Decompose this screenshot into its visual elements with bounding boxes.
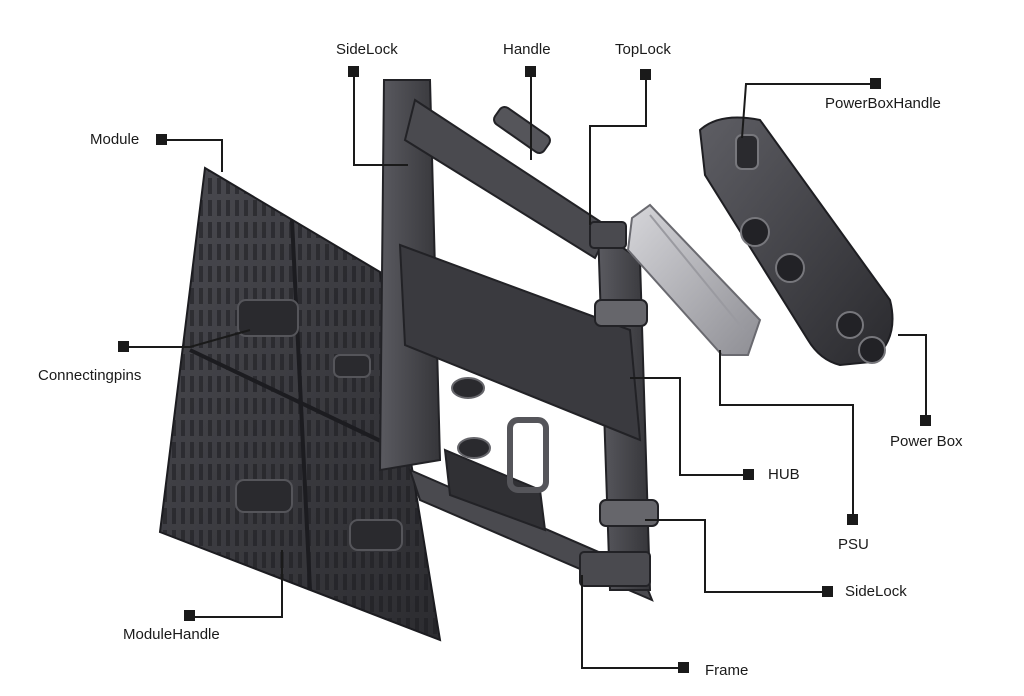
top-lock-shape xyxy=(589,221,627,249)
module-label: Module xyxy=(90,131,140,148)
top-lock-marker xyxy=(640,69,651,80)
connecting-pins-marker xyxy=(118,341,129,352)
side-lock-top-label: SideLock xyxy=(336,41,398,58)
leader-lines xyxy=(124,73,927,669)
power-box-handle-marker xyxy=(870,78,881,89)
module-handle-shape xyxy=(237,299,299,337)
frame-structure xyxy=(378,79,659,602)
module-handle-label: ModuleHandle xyxy=(123,626,220,643)
top-lock-label: TopLock xyxy=(615,41,671,58)
module-panel xyxy=(158,166,442,642)
frame-label: Frame xyxy=(705,662,749,679)
side-lock-bottom-label: SideLock xyxy=(845,583,907,600)
side-lock-top-marker xyxy=(348,66,359,77)
hub-plate xyxy=(398,243,642,442)
handle-label: Handle xyxy=(503,41,551,58)
handle-marker xyxy=(525,66,536,77)
power-box-label: Power Box xyxy=(890,433,963,450)
psu-label: PSU xyxy=(838,536,869,553)
connecting-pins-label: Connectingpins xyxy=(38,367,142,384)
psu-marker xyxy=(847,514,858,525)
power-box-marker xyxy=(920,415,931,426)
module-handle-marker xyxy=(184,610,195,621)
power-box-handle-label: PowerBoxHandle xyxy=(825,95,941,112)
module-marker xyxy=(156,134,167,145)
hub-marker xyxy=(743,469,754,480)
side-lock-shape xyxy=(594,299,648,327)
side-lock-bottom-marker xyxy=(822,586,833,597)
psu-unit xyxy=(626,203,762,356)
hub-label: HUB xyxy=(768,466,800,483)
frame-handle-shape xyxy=(493,105,551,155)
power-box-unit xyxy=(698,116,894,367)
frame-marker xyxy=(678,662,689,673)
